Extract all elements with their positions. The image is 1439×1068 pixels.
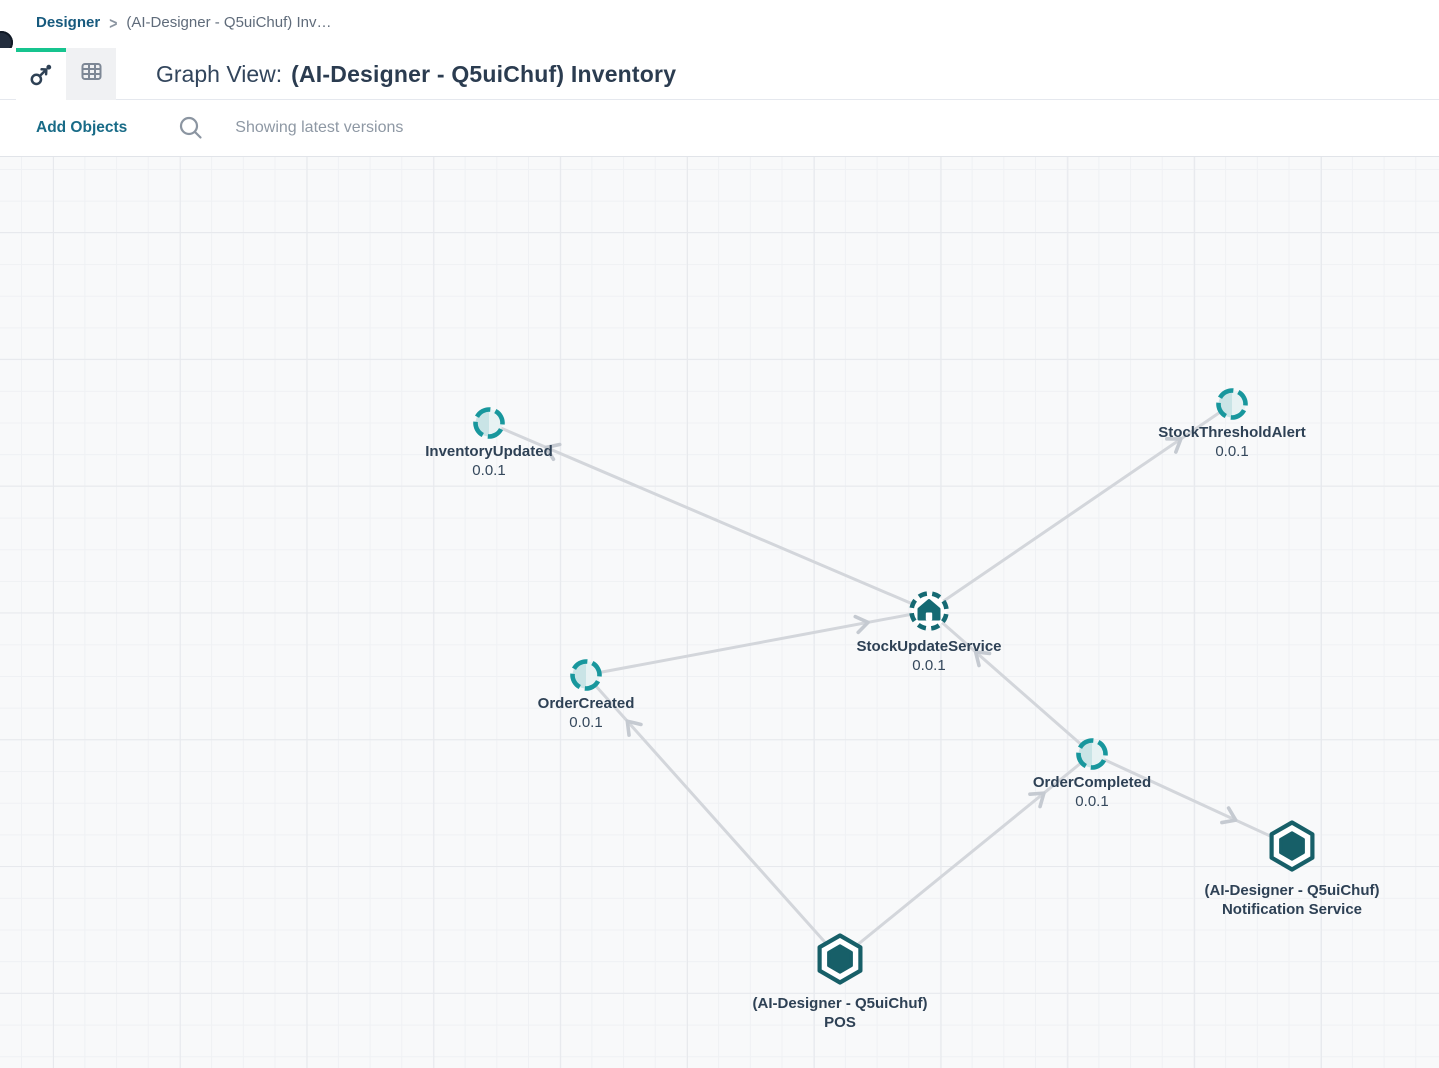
tab-graph-view[interactable]	[16, 48, 66, 101]
graph-icon	[29, 62, 54, 92]
graph-svg	[471, 386, 1315, 985]
edge-pos-to-order-completed	[839, 752, 1093, 961]
node-inventory-updated[interactable]	[471, 405, 507, 441]
node-stock-update-service[interactable]	[909, 591, 950, 632]
arrowhead-stock-update-service-to-inventory-updated	[544, 442, 562, 462]
node-stock-threshold-alert[interactable]	[1214, 386, 1250, 422]
edge-stock-update-service-to-stock-threshold-alert	[928, 402, 1233, 613]
search-icon[interactable]	[177, 114, 205, 142]
edge-order-created-to-stock-update-service	[585, 609, 930, 677]
arrowhead-order-completed-to-stock-update-service	[973, 650, 992, 668]
node-notification-service[interactable]	[1269, 820, 1315, 872]
tab-bar: Graph View: (AI-Designer - Q5uiChuf) Inv…	[0, 48, 1439, 101]
page-title: Graph View: (AI-Designer - Q5uiChuf) Inv…	[156, 48, 676, 100]
tab-table-view[interactable]	[66, 48, 116, 100]
edge-order-completed-to-stock-update-service	[928, 609, 1093, 756]
node-order-completed[interactable]	[1074, 736, 1110, 772]
arrowhead-order-completed-to-notification-service	[1220, 806, 1238, 825]
arrowhead-pos-to-order-completed	[1028, 791, 1046, 809]
edge-stock-update-service-to-inventory-updated	[488, 421, 930, 613]
breadcrumb-root[interactable]: Designer	[36, 14, 101, 31]
edge-pos-to-order-created	[584, 674, 842, 960]
edge-order-completed-to-notification-service	[1091, 752, 1293, 848]
table-icon	[79, 59, 104, 89]
graph-toolbar: Add Objects Showing latest versions	[0, 100, 1439, 157]
breadcrumb-current: (AI-Designer - Q5uiChuf) Inv…	[126, 14, 332, 31]
version-filter-status: Showing latest versions	[235, 119, 404, 136]
arrowhead-stock-update-service-to-stock-threshold-alert	[1164, 437, 1183, 454]
arrowhead-pos-to-order-created	[625, 719, 643, 737]
breadcrumb-separator-icon: >	[109, 12, 118, 33]
node-pos[interactable]	[817, 933, 863, 985]
page-title-name: (AI-Designer - Q5uiChuf) Inventory	[291, 60, 677, 87]
breadcrumb: Designer > (AI-Designer - Q5uiChuf) Inv…	[0, 0, 1439, 54]
node-order-created[interactable]	[568, 657, 604, 693]
page-title-prefix: Graph View:	[156, 60, 283, 87]
add-objects-button[interactable]: Add Objects	[36, 119, 128, 136]
arrowhead-order-created-to-stock-update-service	[853, 614, 870, 635]
